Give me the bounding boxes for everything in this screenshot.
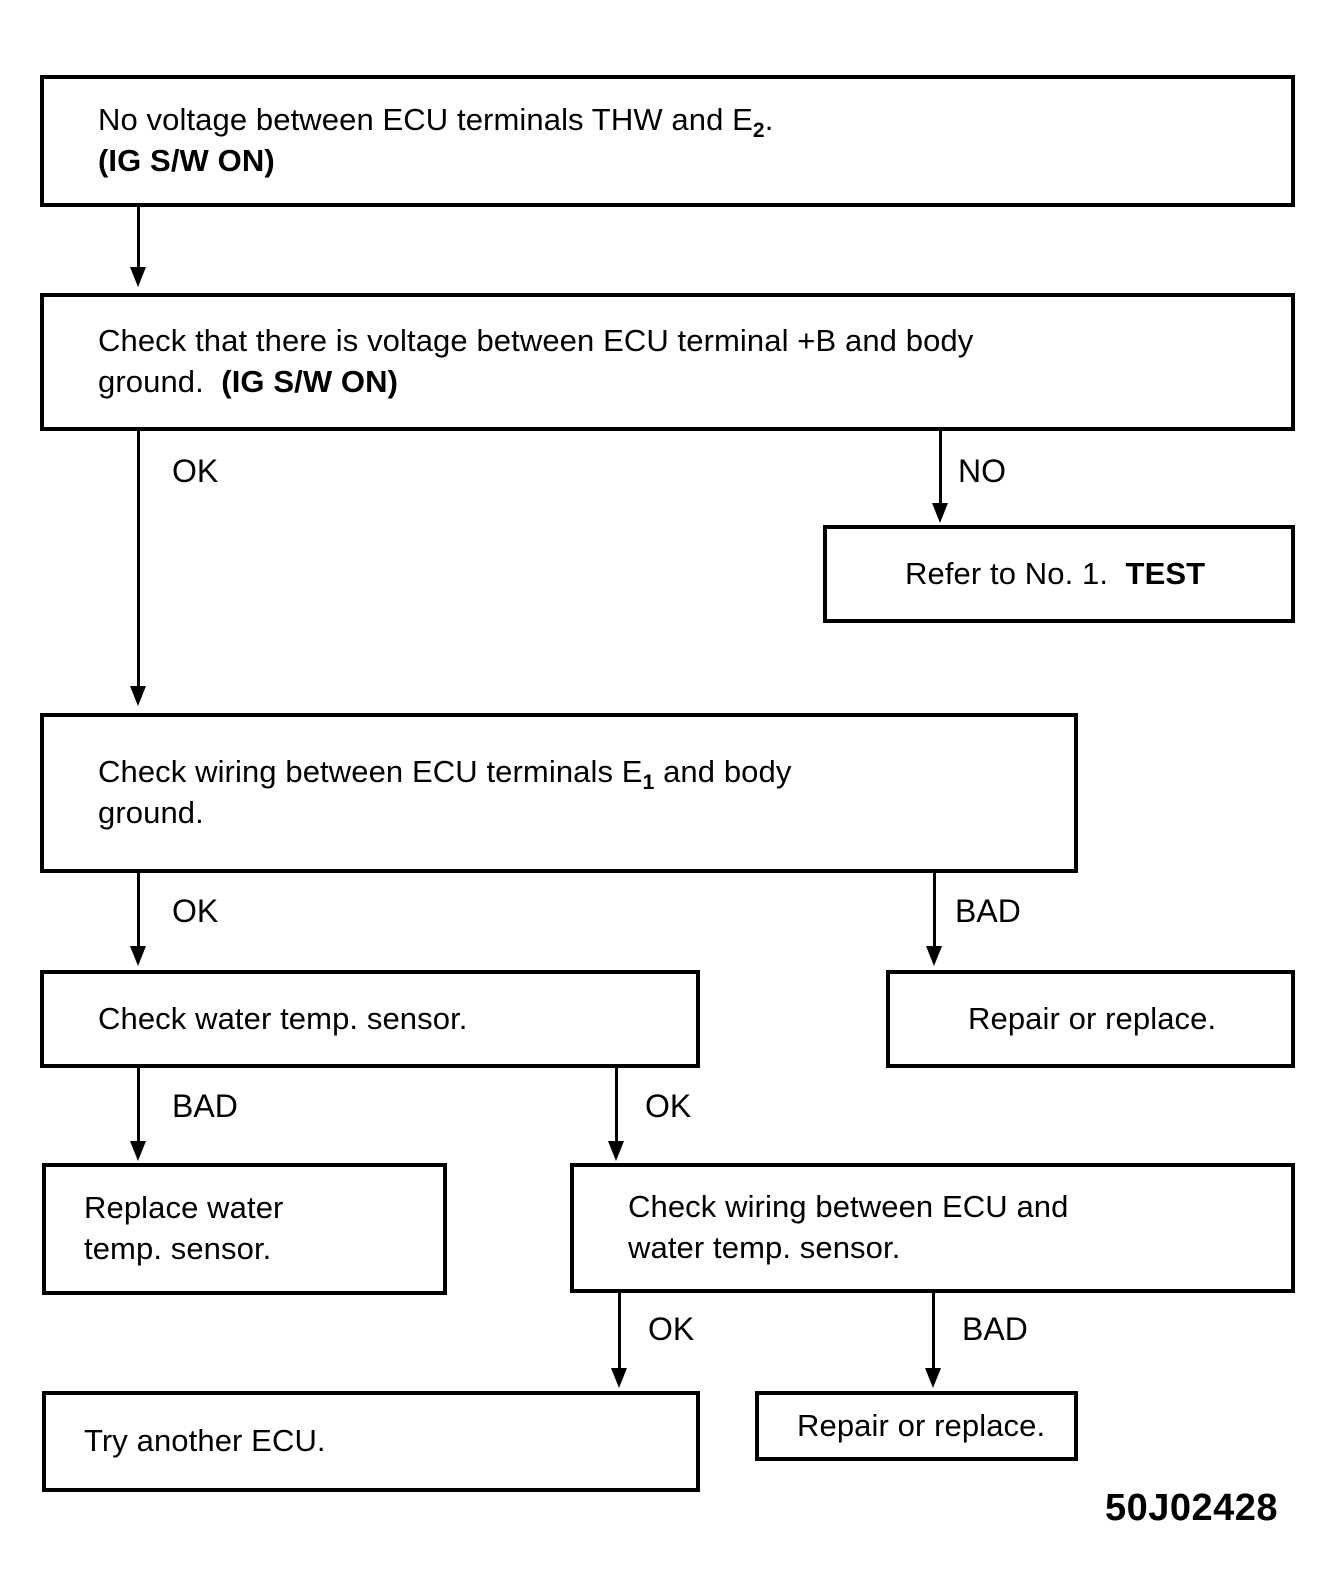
arrowhead-check-wiring-ok: [611, 1368, 627, 1388]
edge-label-check-sensor-ok: OK: [645, 1088, 692, 1124]
node-try-another-ecu: Try another ECU.: [42, 1391, 700, 1492]
node-check-sensor-wiring-line-1: Check wiring between ECU and: [628, 1189, 1069, 1225]
node-replace-water-temp-sensor: Replace water temp. sensor.: [42, 1163, 447, 1295]
arrowhead-check-sensor-bad: [130, 1141, 146, 1161]
node-check-wiring-e1-body-ground: Check wiring between ECU terminals E1 an…: [40, 713, 1078, 873]
edge-check-plus-b-no: [939, 431, 942, 509]
edge-check-e1-ok: [137, 873, 140, 953]
node-check-wiring-ecu-sensor: Check wiring between ECU and water temp.…: [570, 1163, 1295, 1293]
edge-check-e1-bad: [933, 873, 936, 953]
arrowhead-check-plus-b-no: [932, 503, 948, 523]
edge-check-sensor-bad: [137, 1068, 140, 1148]
node-check-voltage-plus-b: Check that there is voltage between ECU …: [40, 293, 1295, 431]
node-check-plus-b-line-2: ground. (IG S/W ON): [98, 364, 399, 399]
edge-label-check-sensor-bad: BAD: [172, 1088, 238, 1124]
node-check-sensor-wiring-line-2: water temp. sensor.: [628, 1230, 901, 1265]
edge-label-check-wiring-ok: OK: [648, 1311, 695, 1347]
edge-check-wiring-ok: [618, 1293, 621, 1375]
edge-label-check-e1-ok: OK: [172, 893, 219, 929]
node-repair-or-replace-sensor-wiring: Repair or replace.: [755, 1391, 1078, 1461]
node-refer-to-no-1-test: Refer to No. 1. TEST: [823, 525, 1295, 623]
edge-check-wiring-bad: [932, 1293, 935, 1375]
arrowhead-check-e1-ok: [130, 946, 146, 966]
edge-label-check-plus-b-ok: OK: [172, 453, 219, 489]
node-no-voltage-thw-e2: No voltage between ECU terminals THW and…: [40, 75, 1295, 207]
node-check-water-temp-sensor: Check water temp. sensor.: [40, 970, 700, 1068]
edge-label-check-e1-bad: BAD: [955, 893, 1021, 929]
node-check-e1-line-1: Check wiring between ECU terminals E1 an…: [98, 754, 792, 795]
edge-label-check-plus-b-no: NO: [958, 453, 1006, 489]
edge-start-to-check-plus-b: [137, 207, 140, 275]
arrowhead-check-plus-b-ok: [130, 686, 146, 706]
node-try-ecu-text: Try another ECU.: [84, 1423, 326, 1459]
edge-check-plus-b-ok: [137, 431, 140, 691]
node-no-voltage-line-1: No voltage between ECU terminals THW and…: [98, 102, 774, 143]
figure-code: 50J02428: [1105, 1487, 1279, 1529]
node-repair-replace-1-text: Repair or replace.: [968, 1000, 1217, 1036]
node-replace-sensor-line-1: Replace water: [84, 1190, 284, 1226]
node-replace-sensor-line-2: temp. sensor.: [84, 1231, 272, 1266]
node-no-voltage-line-2: (IG S/W ON): [98, 143, 275, 178]
edge-check-sensor-ok: [615, 1068, 618, 1148]
node-check-plus-b-line-1: Check that there is voltage between ECU …: [98, 323, 974, 359]
arrowhead-check-e1-bad: [926, 946, 942, 966]
arrowhead-check-sensor-ok: [608, 1141, 624, 1161]
edge-label-check-wiring-bad: BAD: [962, 1311, 1028, 1347]
arrowhead-start-to-check-plus-b: [130, 267, 146, 287]
node-repair-replace-2-text: Repair or replace.: [797, 1407, 1046, 1443]
node-check-e1-line-2: ground.: [98, 795, 204, 830]
arrowhead-check-wiring-bad: [925, 1368, 941, 1388]
node-repair-or-replace-wiring: Repair or replace.: [886, 970, 1295, 1068]
node-check-sensor-text: Check water temp. sensor.: [98, 1000, 468, 1036]
node-refer-test-text: Refer to No. 1. TEST: [905, 555, 1206, 591]
